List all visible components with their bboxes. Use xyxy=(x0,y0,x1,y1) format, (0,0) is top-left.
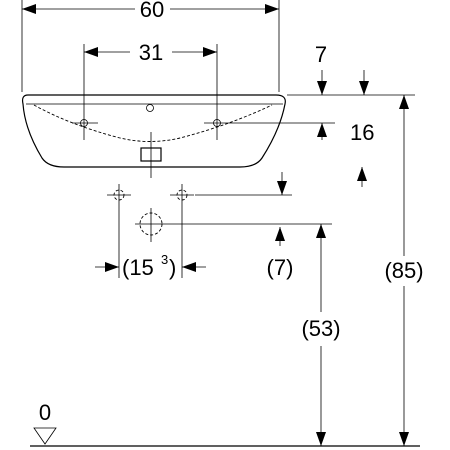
basin-outline xyxy=(21,94,286,178)
rim-thickness-dimension: 7 xyxy=(287,42,415,96)
drain-offset-label: (7) xyxy=(267,255,294,280)
rim-thickness-label: 7 xyxy=(315,42,327,67)
supply-connections xyxy=(107,184,194,206)
tap-hole-spacing-label: 31 xyxy=(139,40,163,65)
overall-width-label: 60 xyxy=(140,0,164,22)
tap-hole-spacing-dimension: 31 xyxy=(83,40,218,140)
total-height-dimension: (85) xyxy=(384,95,424,446)
tap-hole-height-label: 16 xyxy=(350,120,374,145)
lower-reference-dimension xyxy=(195,167,367,196)
tap-hole-height-dimension: 16 xyxy=(230,120,374,145)
floor-level-label: 0 xyxy=(39,400,51,425)
drain-height-dimension: (53) xyxy=(301,224,341,446)
floor-level: 0 xyxy=(30,400,420,447)
drain-height-label: (53) xyxy=(301,316,340,341)
drain-offset-dimension: (7) xyxy=(267,227,294,280)
overall-width-dimension: 60 xyxy=(21,0,280,92)
drain-connection xyxy=(135,208,332,242)
supply-spacing-dimension: (15 3 ) xyxy=(95,206,206,280)
total-height-label: (85) xyxy=(384,258,423,283)
supply-spacing-superscript: 3 xyxy=(161,252,168,267)
supply-spacing-close: ) xyxy=(169,255,176,280)
supply-spacing-label: (15 xyxy=(122,255,154,280)
